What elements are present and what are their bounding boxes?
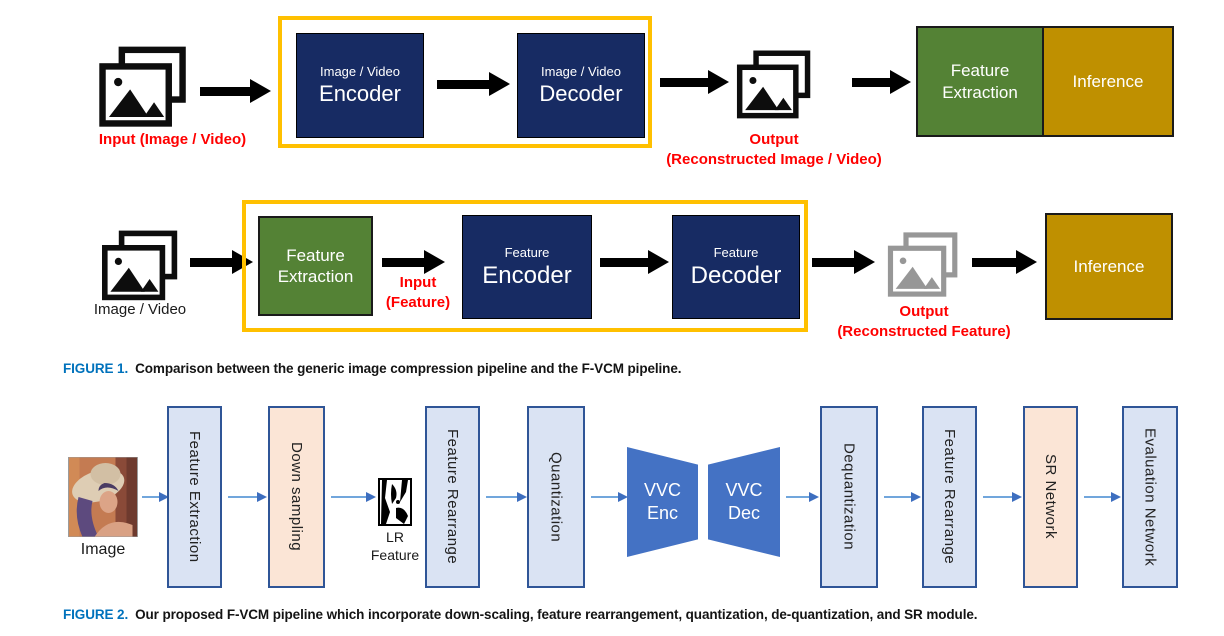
output-image-icon: [735, 50, 813, 122]
feature-encoder-main-label: Encoder: [482, 261, 572, 289]
arrow-row2-1: [190, 250, 253, 274]
stage-down-sampling: Down sampling: [268, 406, 325, 588]
arrow-row1-2: [437, 72, 510, 96]
arrow-row2-4: [812, 250, 875, 274]
group-divider: [1042, 28, 1044, 135]
input-feature-line1: Input: [399, 274, 437, 291]
arrow-row1-4: [852, 70, 911, 94]
lr-feature-image: [378, 478, 412, 531]
row1-codec-group: [278, 16, 652, 148]
vvc-enc-line2: Enc: [646, 503, 679, 523]
vvc-encoder-trapezoid: VVC Enc: [627, 447, 698, 557]
output-feature-icon: [884, 232, 962, 300]
figure1-caption-label: FIGURE 1.: [63, 361, 129, 376]
fig2-arrow-2: [228, 492, 267, 502]
lena-input-image: [68, 456, 138, 542]
row1-inference-box: Inference: [1044, 28, 1172, 135]
feature-decoder-main-label: Decoder: [690, 261, 782, 289]
input-image-icon: [97, 46, 189, 131]
vvc-dec-line1: VVC: [725, 479, 763, 500]
decoder-main-label: Decoder: [539, 81, 623, 106]
row2-feature-extraction-box: Feature Extraction: [258, 216, 373, 316]
stage-feature-rearrange-2: Feature Rearrange: [922, 406, 977, 588]
vvc-decoder-trapezoid: VVC Dec: [708, 447, 780, 557]
fig2-arrow-6: [786, 492, 819, 502]
figure2-caption-label: FIGURE 2.: [63, 607, 129, 622]
feature-decoder-box: Feature Decoder: [672, 215, 800, 319]
figure2-caption-text: Our proposed F-VCM pipeline which incorp…: [135, 607, 978, 622]
encoder-main-label: Encoder: [319, 81, 401, 106]
row1-output-label: Output (Reconstructed Image / Video): [640, 130, 908, 169]
stage-feature-rearrange-1: Feature Rearrange: [425, 406, 480, 588]
fig2-arrow-1: [142, 492, 169, 502]
feature-encoder-box: Feature Encoder: [462, 215, 592, 319]
row2-input-image-icon: [100, 230, 180, 304]
arrow-row2-2: [382, 250, 445, 274]
arrow-row2-5: [972, 250, 1037, 274]
lr-feature-line2: Feature: [370, 547, 420, 564]
row1-input-label: Input (Image / Video): [98, 131, 247, 148]
figure1-caption: FIGURE 1. Comparison between the generic …: [63, 361, 681, 376]
fig2-arrow-3: [331, 492, 376, 502]
stage-feature-extraction: Feature Extraction: [167, 406, 222, 588]
row1-output-line2: (Reconstructed Image / Video): [666, 150, 882, 168]
stage-sr-network: SR Network: [1023, 406, 1078, 588]
row1-analysis-group: Feature Extraction Inference: [916, 26, 1174, 137]
image-video-decoder-box: Image / Video Decoder: [517, 33, 645, 138]
stage-evaluation-network: Evaluation Network: [1122, 406, 1178, 588]
row2-output-line2: (Reconstructed Feature): [837, 322, 1011, 340]
encoder-sub-label: Image / Video: [320, 64, 400, 79]
row2-codec-group: [242, 200, 808, 332]
fig2-arrow-7: [884, 492, 921, 502]
arrow-row1-1: [200, 79, 271, 103]
lr-feature-line1: LR: [386, 529, 404, 545]
row2-inference-box: Inference: [1045, 213, 1173, 320]
figure1-caption-text: Comparison between the generic image com…: [135, 361, 682, 376]
row2-input-feature-label: Input (Feature): [368, 273, 468, 312]
row1-output-line1: Output: [749, 131, 799, 148]
fig2-arrow-4: [486, 492, 527, 502]
vvc-enc-line1: VVC: [643, 479, 681, 500]
feature-decoder-sub-label: Feature: [713, 244, 759, 260]
arrow-row1-3: [660, 70, 729, 94]
stage-dequantization: Dequantization: [820, 406, 878, 588]
fig2-arrow-5: [591, 492, 628, 502]
input-feature-line2: (Feature): [385, 293, 451, 311]
row2-output-label: Output (Reconstructed Feature): [828, 302, 1020, 341]
vvc-dec-line2: Dec: [727, 503, 760, 523]
arrow-row2-3: [600, 250, 669, 274]
stage-quantization: Quantization: [527, 406, 585, 588]
decoder-sub-label: Image / Video: [541, 64, 621, 79]
image-video-encoder-box: Image / Video Encoder: [296, 33, 424, 138]
fig2-image-label: Image: [80, 541, 126, 558]
row1-feature-extraction-box: Feature Extraction: [918, 28, 1042, 135]
fig2-arrow-9: [1084, 492, 1121, 502]
row2-output-line1: Output: [899, 303, 949, 320]
fig2-arrow-8: [983, 492, 1022, 502]
lr-feature-label: LR Feature: [352, 528, 438, 564]
feature-encoder-sub-label: Feature: [504, 244, 550, 260]
figure2-caption: FIGURE 2. Our proposed F-VCM pipeline whi…: [63, 607, 978, 622]
row2-input-label: Image / Video: [93, 301, 187, 318]
